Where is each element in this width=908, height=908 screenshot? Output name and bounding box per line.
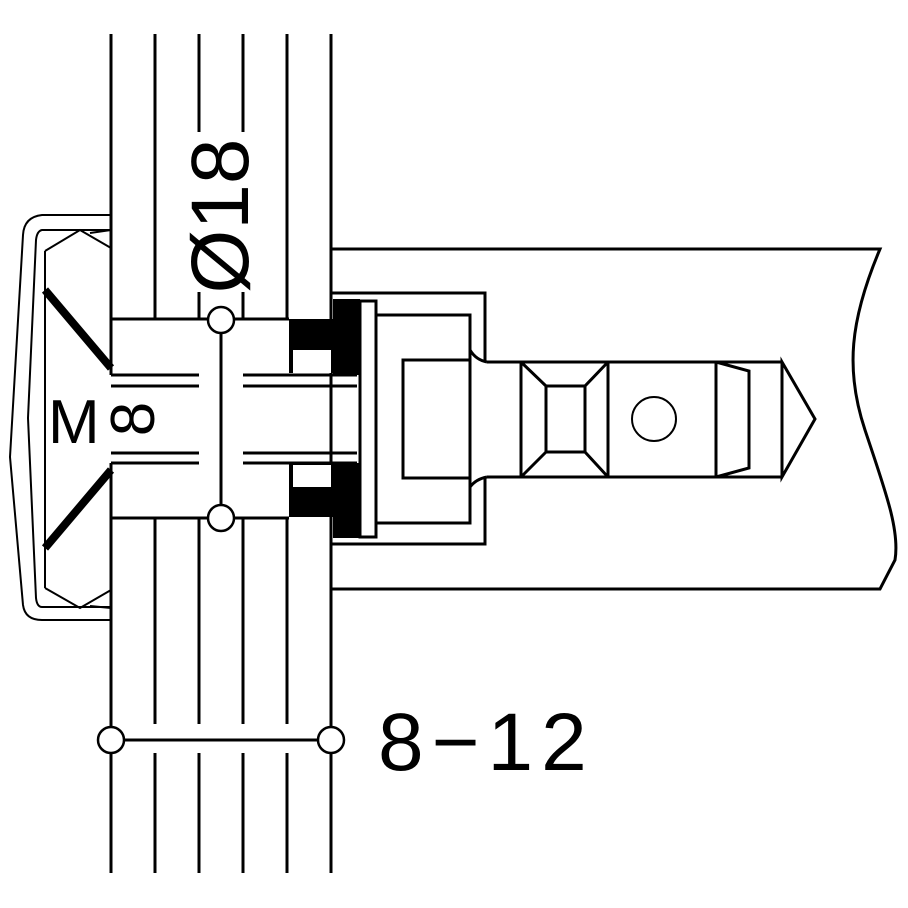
dimension-marker-left — [96, 725, 126, 755]
knob-hex-edge-top — [41, 287, 115, 371]
dimension-marker-bottom — [206, 503, 236, 533]
housing-body — [331, 247, 898, 591]
knob-hex-edge-bottom — [41, 467, 115, 551]
seal-black-parts — [289, 299, 360, 538]
diameter-label: Ø18 — [175, 139, 266, 294]
thread-size-label: 8 — [99, 402, 168, 436]
flange-box — [331, 291, 487, 546]
knob-handle — [8, 214, 115, 621]
thread-prefix-label: M — [48, 388, 100, 457]
thickness-dimension — [96, 725, 346, 755]
washer — [358, 299, 378, 539]
bolt-hole — [631, 396, 677, 442]
bolt-body — [487, 356, 817, 483]
bolt-shaft — [111, 317, 357, 520]
nut-box — [376, 313, 472, 525]
dimension-marker-right — [316, 725, 346, 755]
dimension-marker-top — [206, 305, 236, 335]
thickness-range-label: 8−12 — [378, 697, 595, 788]
